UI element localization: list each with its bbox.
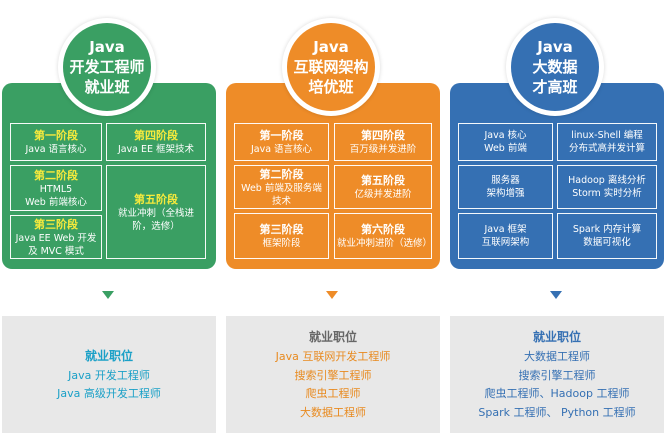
- course-title-badge: Java 互联网架构 培优班: [282, 18, 380, 116]
- stage-cell: Spark 内存计算 数据可视化: [557, 213, 657, 259]
- stage-cell: 第四阶段 Java EE 框架技术: [106, 123, 206, 161]
- course-title-line: Java: [313, 38, 349, 56]
- stage-cell: 第三阶段 框架阶段: [234, 213, 329, 259]
- course-title-line: Java: [537, 38, 573, 56]
- stage-cell: 第四阶段 百万级并发进阶: [334, 123, 432, 161]
- course-title-badge: Java 开发工程师 就业班: [58, 18, 156, 116]
- course-title-line: 培优班: [308, 78, 354, 96]
- jobs-heading: 就业职位: [308, 330, 357, 344]
- job-item: Spark 工程师、 Python 工程师: [478, 405, 636, 419]
- job-item: 爬虫工程师: [305, 387, 361, 400]
- down-arrow-icon: [326, 291, 338, 299]
- jobs-box: 就业职位 大数据工程师 搜索引擎工程师 爬虫工程师、Hadoop 工程师 Spa…: [450, 316, 664, 433]
- job-item: Java 高级开发工程师: [57, 387, 161, 400]
- stage-cell: 第三阶段 Java EE Web 开发 及 MVC 模式: [10, 215, 102, 259]
- stage-cell: 第二阶段 HTML5 Web 前端核心: [10, 165, 102, 211]
- job-item: Java 开发工程师: [68, 368, 150, 382]
- stage-cell: 第五阶段 亿级并发进阶: [334, 165, 432, 209]
- course-panel: Java 核心 Web 前端 linux-Shell 编程 分布式高并发计算 服…: [450, 83, 664, 269]
- down-arrow-icon: [550, 291, 562, 299]
- job-item: 爬虫工程师、Hadoop 工程师: [484, 387, 630, 400]
- stage-cell: 第六阶段 就业冲刺进阶（选修）: [334, 213, 432, 259]
- stage-cell: 服务器 架构增强: [458, 165, 553, 209]
- stage-cell: 第五阶段 就业冲刺（全栈进 阶，选修）: [106, 165, 206, 259]
- stage-cell: linux-Shell 编程 分布式高并发计算: [557, 123, 657, 161]
- course-title-line: Java: [89, 38, 125, 56]
- job-item: 大数据工程师: [300, 405, 366, 419]
- jobs-box: 就业职位 Java 开发工程师 Java 高级开发工程师: [2, 316, 216, 433]
- stage-cell: 第一阶段 Java 语言核心: [10, 123, 102, 161]
- course-title-line: 就业班: [84, 78, 130, 96]
- course-title-line: 开发工程师: [69, 58, 145, 76]
- job-item: 搜索引擎工程师: [518, 368, 596, 382]
- down-arrow-icon: [102, 291, 114, 299]
- stage-cell: 第一阶段 Java 语言核心: [234, 123, 329, 161]
- job-item: 搜索引擎工程师: [294, 368, 372, 382]
- stage-cell: Java 框架 互联网架构: [458, 213, 553, 259]
- course-title-line: 互联网架构: [293, 58, 369, 76]
- jobs-heading: 就业职位: [84, 348, 133, 363]
- jobs-box: 就业职位 Java 互联网开发工程师 搜索引擎工程师 爬虫工程师 大数据工程师: [226, 316, 440, 433]
- course-column-java-bigdata: Java 核心 Web 前端 linux-Shell 编程 分布式高并发计算 服…: [450, 0, 664, 433]
- jobs-heading: 就业职位: [532, 330, 581, 344]
- course-column-java-architecture: 第一阶段 Java 语言核心 第四阶段 百万级并发进阶 第二阶段 Web 前端及…: [226, 0, 440, 433]
- stage-cell: 第二阶段 Web 前端及服务端技术: [234, 165, 329, 209]
- course-title-badge: Java 大数据 才高班: [506, 18, 604, 116]
- course-column-java-dev: 第一阶段 Java 语言核心 第四阶段 Java EE 框架技术 第二阶段 HT…: [2, 0, 216, 433]
- job-item: 大数据工程师: [524, 350, 590, 363]
- stage-cell: Java 核心 Web 前端: [458, 123, 553, 161]
- stage-cell: Hadoop 离线分析 Storm 实时分析: [557, 165, 657, 209]
- job-item: Java 互联网开发工程师: [275, 350, 391, 363]
- course-title-line: 大数据: [532, 58, 578, 76]
- course-title-line: 才高班: [532, 78, 578, 96]
